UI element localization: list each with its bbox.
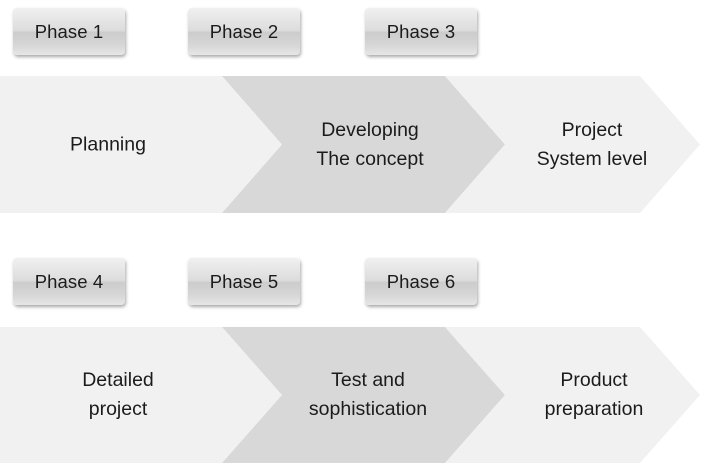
chevron-shapes-row-2 (0, 327, 700, 463)
chevron-segment-4[interactable] (0, 327, 282, 463)
chevron-shapes-row-1 (0, 76, 700, 213)
chevron-segment-2[interactable] (222, 76, 505, 213)
chevron-segment-5-label: Test and sophistication (308, 369, 428, 420)
chevron-segment-5[interactable] (222, 327, 505, 463)
phase-button-5[interactable]: Phase 5 (188, 258, 300, 305)
phase-button-4[interactable]: Phase 4 (13, 258, 125, 305)
phase-button-label: Phase 6 (386, 270, 456, 292)
phase-button-label: Phase 3 (386, 20, 456, 42)
chevron-segment-6-label: Product preparation (544, 369, 644, 420)
chevron-segment-3[interactable] (445, 76, 700, 213)
chevron-segment-3-label: Project System level (536, 118, 648, 170)
phase-button-label: Phase 1 (34, 20, 104, 42)
chevron-segment-4-label: Detailed project (82, 369, 154, 420)
chevron-segment-1-label: Planning (70, 133, 146, 155)
phase-button-label: Phase 4 (34, 270, 104, 292)
phase-button-1[interactable]: Phase 1 (13, 8, 125, 55)
phase-button-6[interactable]: Phase 6 (365, 258, 477, 305)
phase-button-label: Phase 2 (209, 20, 279, 42)
chevron-segment-1[interactable] (0, 76, 282, 213)
chevron-segment-6[interactable] (445, 327, 700, 463)
phase-button-label: Phase 5 (209, 270, 279, 292)
phase-button-3[interactable]: Phase 3 (365, 8, 477, 55)
chevron-band-row-2: Detailed project Test and sophistication… (0, 327, 706, 463)
chevron-segment-2-label: Developing The concept (316, 118, 424, 170)
chevron-band-row-1: Planning Developing The concept Project … (0, 76, 706, 213)
phase-button-2[interactable]: Phase 2 (188, 8, 300, 55)
